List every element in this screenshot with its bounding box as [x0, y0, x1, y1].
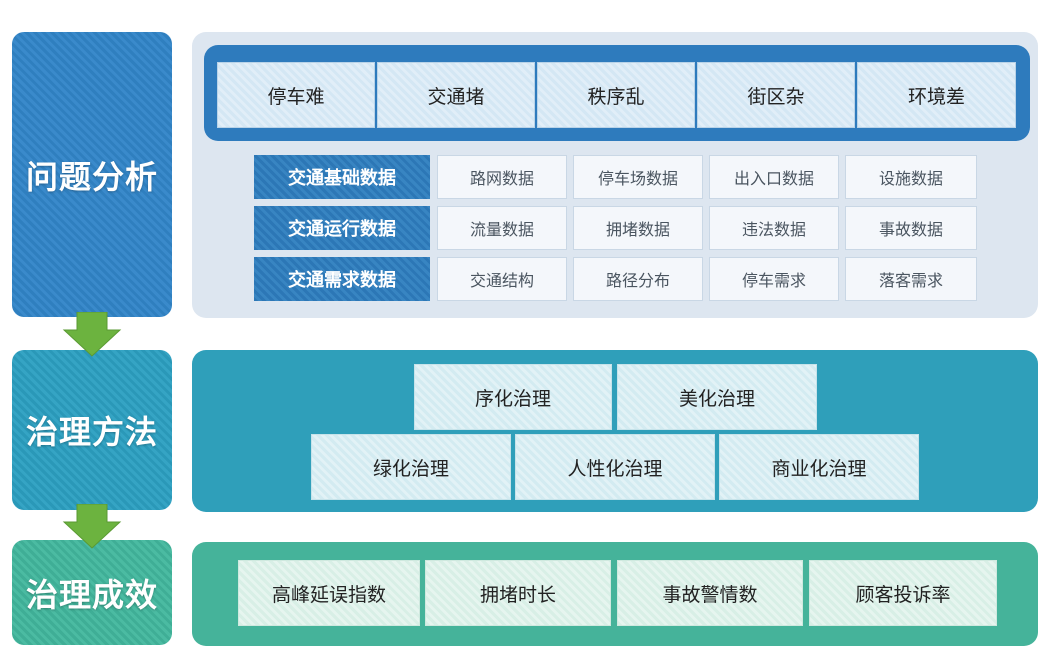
problem-item: 交通堵 [377, 62, 535, 128]
down-arrow-icon [62, 312, 122, 358]
problem-item: 停车难 [217, 62, 375, 128]
data-cell: 路径分布 [573, 257, 703, 301]
section-label-effect: 治理成效 [12, 540, 172, 645]
method-item: 绿化治理 [311, 434, 511, 500]
problem-item: 环境差 [857, 62, 1016, 128]
data-cell: 落客需求 [845, 257, 977, 301]
data-cell: 停车场数据 [573, 155, 703, 199]
data-row-head: 交通基础数据 [254, 155, 430, 199]
section-label-method: 治理方法 [12, 350, 172, 510]
data-cell: 拥堵数据 [573, 206, 703, 250]
section-label-analysis: 问题分析 [12, 32, 172, 317]
method-item: 美化治理 [617, 364, 817, 430]
effect-item: 顾客投诉率 [809, 560, 997, 626]
data-row-head: 交通运行数据 [254, 206, 430, 250]
data-cell: 流量数据 [437, 206, 567, 250]
data-cell: 路网数据 [437, 155, 567, 199]
effect-item: 拥堵时长 [425, 560, 611, 626]
effect-item: 高峰延误指数 [238, 560, 420, 626]
method-item: 序化治理 [414, 364, 612, 430]
data-cell: 事故数据 [845, 206, 977, 250]
effect-item: 事故警情数 [617, 560, 803, 626]
data-cell: 设施数据 [845, 155, 977, 199]
problem-item: 街区杂 [697, 62, 855, 128]
data-cell: 停车需求 [709, 257, 839, 301]
data-cell: 出入口数据 [709, 155, 839, 199]
data-cell: 违法数据 [709, 206, 839, 250]
data-row-head: 交通需求数据 [254, 257, 430, 301]
method-item: 人性化治理 [515, 434, 715, 500]
down-arrow-icon [62, 504, 122, 550]
data-cell: 交通结构 [437, 257, 567, 301]
problem-item: 秩序乱 [537, 62, 695, 128]
method-item: 商业化治理 [719, 434, 919, 500]
